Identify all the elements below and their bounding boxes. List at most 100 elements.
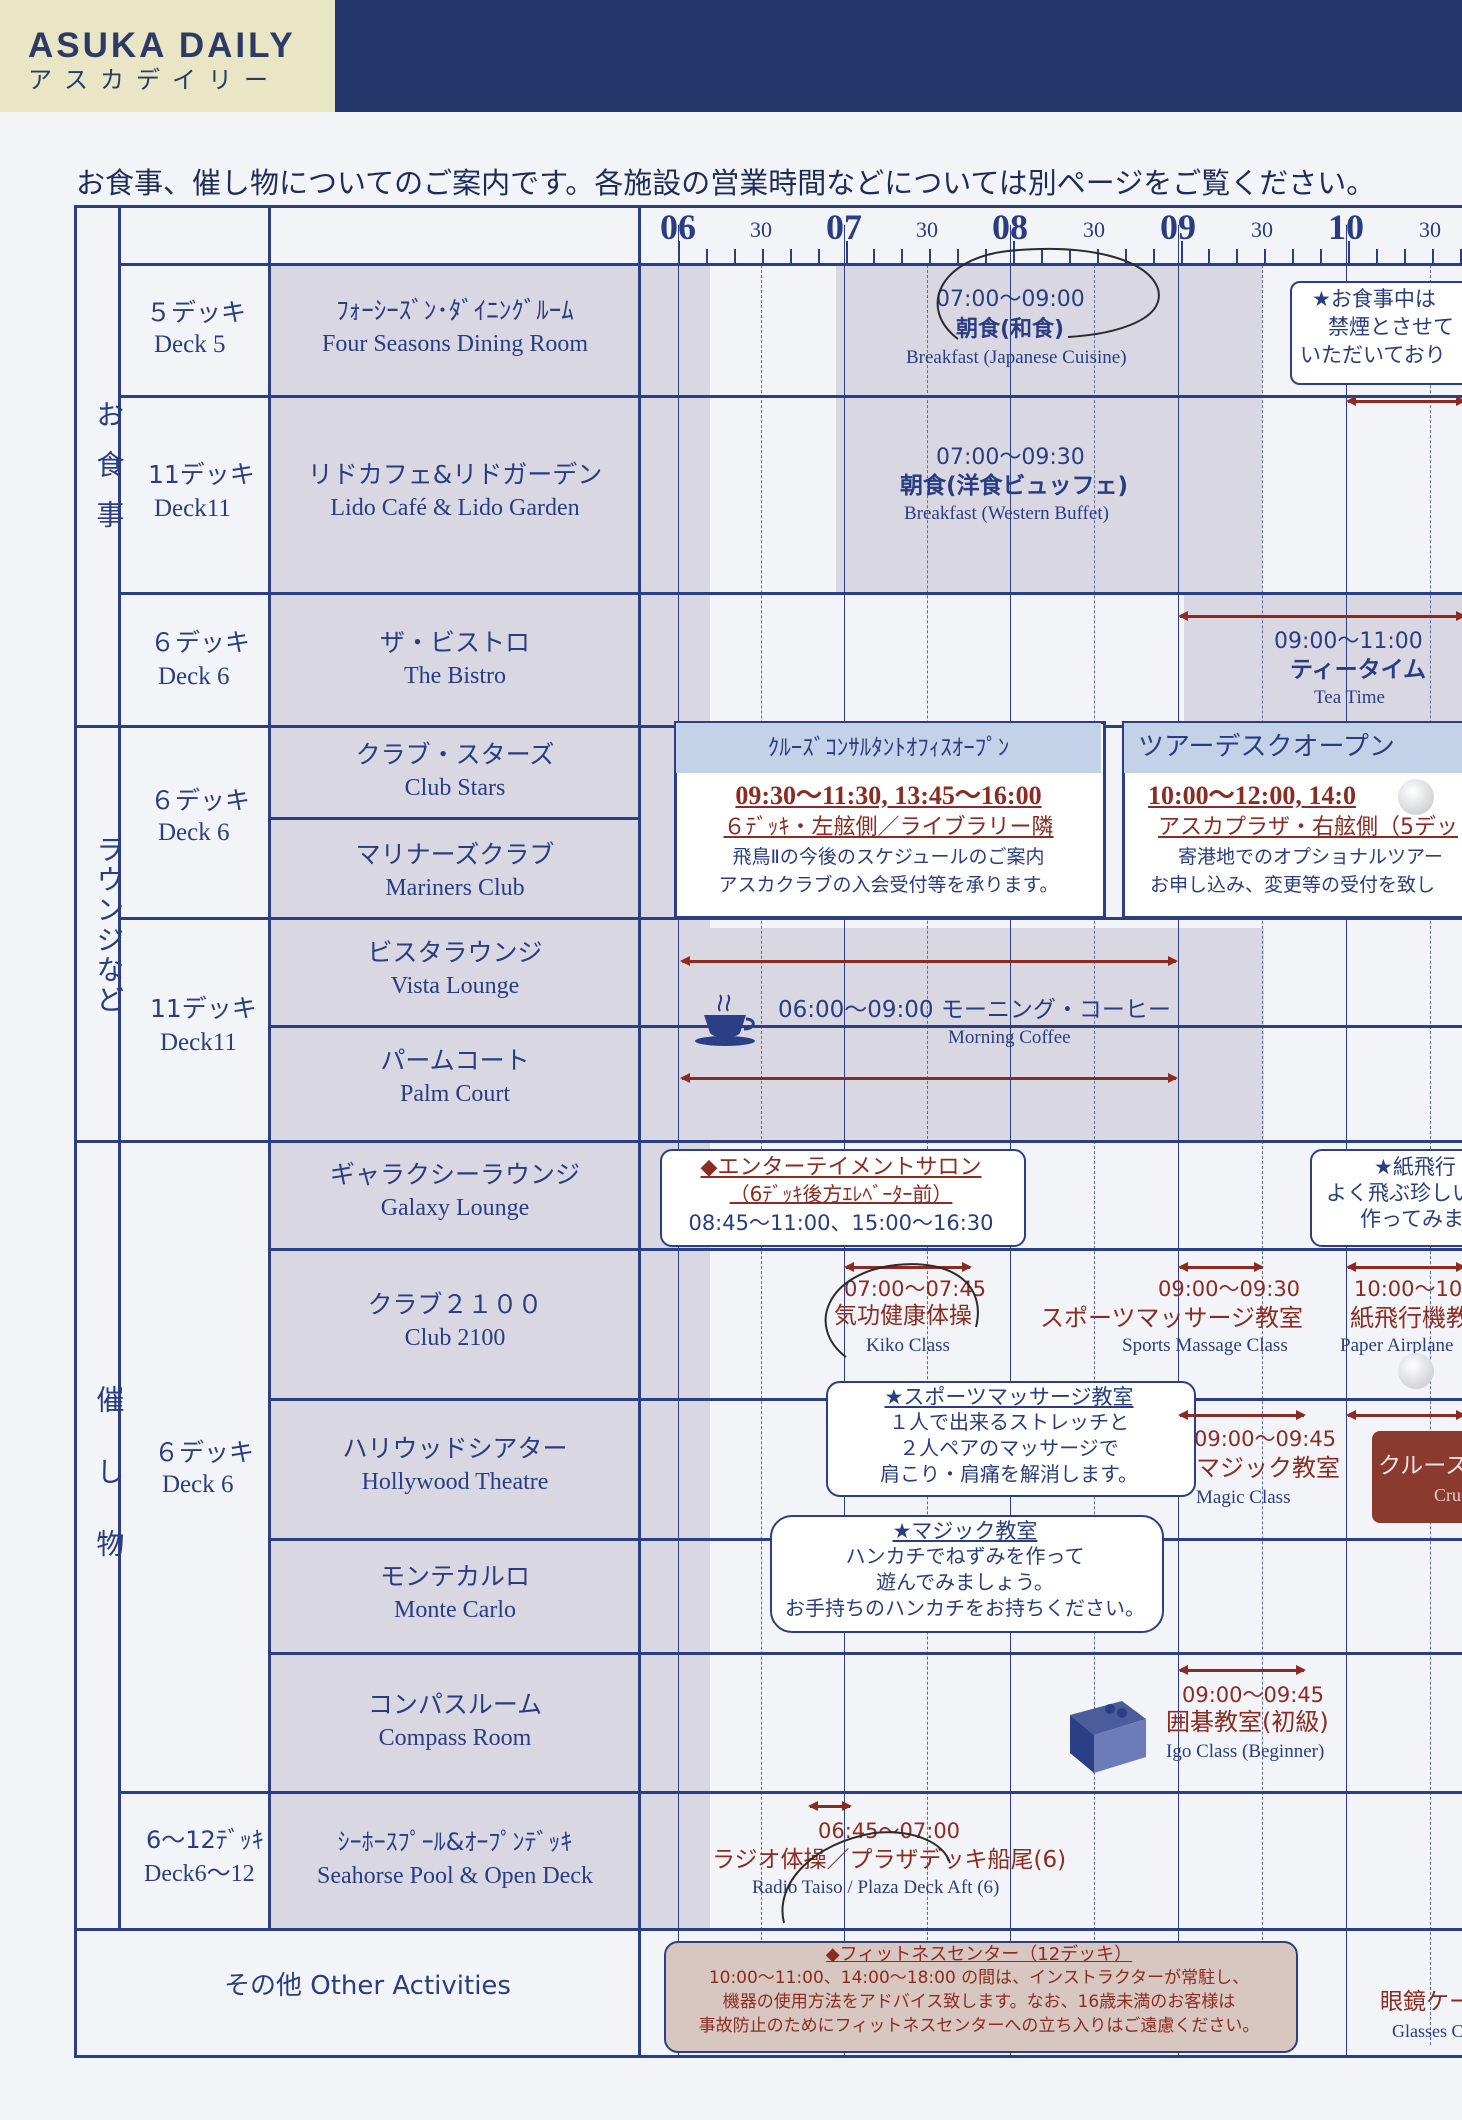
note-line: よく飛ぶ珍しい [1326, 1181, 1462, 1205]
note-line: お手持ちのハンカチをお持ちください。 [785, 1596, 1145, 1620]
tour-desk-time: 10:00〜12:00, 14:0 [1148, 781, 1356, 810]
tour-desk-title: ツアーデスクオープン [1138, 732, 1395, 762]
timeline-tick [957, 249, 960, 263]
punch-hole [1398, 779, 1434, 815]
event-time: 09:00〜09:45 [1194, 1427, 1337, 1451]
event-title: 囲碁教室(初級) [1166, 1708, 1329, 1736]
schedule-grid: 06 30 07 30 08 30 09 30 10 30 お食事 ラウンジなど… [74, 205, 1462, 2058]
header-row-border [118, 263, 1462, 266]
event-time: 07:00〜09:30 [936, 445, 1085, 470]
row-border [268, 1652, 1462, 1655]
venue-name-en: Hollywood Theatre [361, 1469, 549, 1495]
note-line: １人で出来るストレッチと [889, 1410, 1129, 1434]
note-line: ★お食事中は [1312, 287, 1436, 311]
event-time: 09:00〜11:00 [1274, 629, 1423, 654]
timeline-tick [1096, 249, 1099, 263]
massage-note [826, 1381, 1196, 1497]
intro-text: お食事、催し物についてのご案内です。各施設の営業時間などについては別ページをご覧… [76, 166, 1376, 200]
section-label-meals: お食事 [76, 400, 125, 573]
timeline-tick [1152, 249, 1155, 263]
deck-label-jp: ６デッキ [150, 628, 251, 657]
event-time: 09:00〜09:30 [1158, 1277, 1301, 1301]
note-line: 肩こり・肩痛を解消します。 [880, 1462, 1138, 1486]
half-line-0930 [1262, 265, 1263, 2045]
grid-top-border [74, 205, 1462, 208]
event-time: 09:00〜09:45 [1182, 1683, 1325, 1707]
consultant-time: 09:30〜11:30, 13:45〜16:00 [735, 781, 1042, 810]
venue-name-jp: ギャラクシーラウンジ [329, 1160, 580, 1189]
half-label: 30 [1083, 217, 1105, 242]
consultant-line: 飛鳥Ⅱの今後のスケジュールのご案内 [732, 846, 1045, 868]
section-column-border [118, 205, 121, 1929]
tour-desk-line: お申し込み、変更等の受付を致し [1150, 874, 1436, 896]
deck-label-en: Deck11 [154, 495, 231, 522]
timeline-tick [1236, 249, 1239, 263]
event-time: 10:00〜10 [1354, 1277, 1462, 1301]
note-line: ハンカチでねずみを作って [845, 1544, 1085, 1568]
section-border [74, 1140, 1462, 1143]
fitness-title: ◆フィットネスセンター（12デッキ） [825, 1944, 1133, 1965]
hour-label: 09 [1160, 207, 1196, 247]
event-title: 朝食(和食) [956, 317, 1065, 342]
deck-label-en: Deck11 [160, 1029, 237, 1056]
row-border [268, 1248, 1462, 1251]
section-border [74, 1928, 1462, 1931]
event-title: 気功健康体操 [834, 1303, 972, 1329]
deck-label-jp: 6〜12ﾃﾞｯｷ [146, 1826, 264, 1854]
no-smoking-note [1290, 281, 1462, 385]
handdrawn-circle-icon [936, 248, 1160, 340]
event-title: ラジオ体操／プラザデッキ船尾(6) [712, 1847, 1067, 1873]
timeline-tick [1320, 249, 1323, 263]
timeline-tick [1040, 249, 1043, 263]
deck-column-border [268, 205, 271, 1929]
deck-label-jp: 11デッキ [148, 460, 255, 489]
fitness-line: 10:00〜11:00、14:00〜18:00 の間は、インストラクターが常駐し… [708, 1968, 1250, 1988]
event-subtitle: Kiko Class [866, 1335, 950, 1356]
event-time: 07:00〜09:00 [936, 287, 1085, 312]
timeline-tick [1068, 249, 1071, 263]
deck-label-jp: ５デッキ [146, 298, 247, 327]
event-time: 07:00〜07:45 [844, 1277, 987, 1301]
event-title: 眼鏡ケー [1380, 1989, 1462, 2015]
timeline-tick [1459, 249, 1462, 263]
note-title: ★マジック教室 [892, 1519, 1038, 1543]
tour-desk-place: アスカプラザ・右舷側（5デッ [1158, 815, 1458, 840]
timeline-tick [1348, 241, 1350, 263]
note-title: ★スポーツマッサージ教室 [884, 1385, 1134, 1409]
event-time: 06:45〜07:00 [818, 1819, 961, 1843]
timeline-tick [733, 249, 736, 263]
handdrawn-circle-icon [781, 1831, 951, 1924]
event-subtitle: Radio Taiso / Plaza Deck Aft (6) [752, 1877, 1000, 1898]
timeline-tick [1403, 249, 1406, 263]
deck-label-en: Deck6〜12 [144, 1861, 255, 1887]
header-band [335, 0, 1462, 112]
section-label-events: 催し物 [76, 1385, 125, 1624]
go-board-icon [1070, 1701, 1146, 1773]
cruise-event-title: クルース [1378, 1453, 1462, 1479]
timeline-tick [1124, 249, 1127, 263]
breakfast-west-shade [836, 398, 1262, 594]
half-label: 30 [1419, 217, 1441, 242]
venue-name-en: Vista Lounge [390, 973, 520, 999]
grid-left-border [74, 205, 77, 2057]
note-line: 禁煙とさせて [1328, 315, 1454, 339]
venue-name-en: Compass Room [378, 1725, 532, 1751]
section-label-lounge: ラウンジなど [76, 835, 125, 1038]
deck-label-jp: ６デッキ [150, 786, 251, 815]
note-line: いただいており [1300, 343, 1446, 367]
consultant-place: ６ﾃﾞｯｷ・左舷側／ライブラリー隣 [723, 815, 1054, 840]
event-title: 紙飛行機教 [1350, 1304, 1462, 1332]
magic-note [770, 1515, 1164, 1633]
coffee-subtitle: Morning Coffee [948, 1027, 1071, 1048]
timeline-tick [1180, 241, 1183, 263]
row-border [268, 817, 638, 820]
venue-name-jp: マリナーズクラブ [355, 840, 555, 869]
section-label-other: その他 Other Activities [224, 1971, 511, 2001]
half-label: 30 [1251, 217, 1273, 242]
venue-name-jp: モンテカルロ [379, 1562, 530, 1591]
venue-name-en: Seahorse Pool & Open Deck [317, 1863, 593, 1889]
venue-name-jp: ビスタラウンジ [367, 938, 543, 967]
event-marker [1010, 379, 1011, 395]
salon-place: （6ﾃﾞｯｷ後方ｴﾚﾍﾞｰﾀｰ前） [729, 1182, 953, 1206]
time-span-arrow [808, 1801, 852, 1811]
